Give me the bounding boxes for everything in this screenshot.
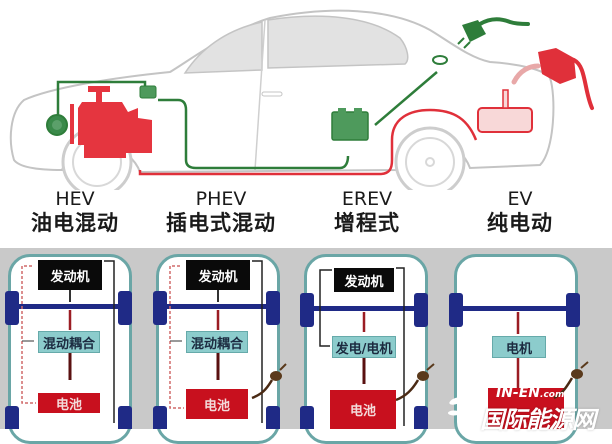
hybrid-coupler-box: 混动耦合 (38, 331, 100, 353)
battery-box: 电池 (38, 393, 100, 413)
wheel-front-left (300, 293, 314, 327)
type-label-erev: EREV 增程式 (292, 188, 442, 236)
car-window-rear (267, 15, 409, 69)
type-name: 纯电动 (487, 211, 553, 235)
engine-box: 发动机 (38, 260, 102, 290)
type-name: 增程式 (334, 211, 400, 235)
wheel-rear-right (118, 406, 132, 429)
wheel-rear-left (300, 406, 314, 429)
type-name: 插电式混动 (166, 211, 276, 235)
front-axle (314, 306, 414, 311)
wheel-rear-right (266, 406, 280, 429)
type-name: 油电混动 (31, 211, 119, 235)
type-label-ev: EV 纯电动 (445, 188, 595, 236)
wheel-rear-left (153, 406, 167, 429)
type-label-phev: PHEV 插电式混动 (146, 188, 296, 236)
generator-icon (46, 114, 68, 136)
type-code: EREV (341, 188, 393, 210)
wheel-front-right (266, 291, 280, 325)
fuel-nozzle-icon (511, 48, 594, 110)
car-illustration (9, 9, 594, 190)
engine-icon (78, 86, 152, 158)
type-code: PHEV (195, 188, 247, 210)
wheel-front-left (449, 293, 463, 327)
front-axle (463, 306, 566, 311)
type-label-hev: HEV 油电混动 (0, 188, 150, 236)
car-window-front (183, 21, 263, 74)
panel-hev: 发动机 混动耦合 电池 (0, 248, 145, 444)
panel-ev: 电机 (446, 248, 591, 444)
wheel-front-right (118, 291, 132, 325)
wheel-front-left (153, 291, 167, 325)
wheel-rear-right (414, 406, 428, 429)
watermark-en: IN-EN.com (496, 385, 564, 401)
hybrid-coupler-box: 混动耦合 (186, 331, 248, 353)
wheel-front-right (566, 293, 580, 327)
wheel-front-left (5, 291, 19, 325)
engine-box: 发动机 (186, 260, 250, 290)
watermark-cn: 国际能源网 (480, 406, 596, 434)
panel-erev: 发动机 发电/电机 电池 (296, 248, 441, 444)
logo-leaf-icon (448, 391, 480, 427)
front-axle (167, 304, 266, 309)
type-code: EV (507, 188, 533, 210)
watermark-en-suffix: .com (540, 390, 565, 400)
wheel-rear-left (5, 406, 19, 429)
wheel-icon (394, 126, 466, 190)
engine-box: 发动机 (334, 268, 394, 292)
charging-plug-icon (553, 361, 589, 400)
plug-icon (457, 17, 530, 49)
battery-icon (331, 108, 369, 141)
type-code: HEV (55, 188, 95, 210)
watermark-en-text: IN-EN (496, 385, 541, 401)
battery-box: 电池 (330, 390, 396, 429)
watermark-logo: IN-EN.com 国际能源网 (448, 385, 612, 434)
battery-block (488, 388, 564, 429)
motor-box: 电机 (492, 336, 546, 358)
battery-box: 电池 (186, 389, 248, 419)
generator-motor-box: 发电/电机 (332, 336, 396, 358)
motor-icon (139, 85, 157, 99)
panel-phev: 发动机 混动耦合 电池 (148, 248, 293, 444)
charging-plug-icon (251, 363, 287, 400)
powertrain-diagrams: 发动机 混动耦合 电池 发动机 混动耦合 电池 (0, 248, 612, 444)
wheel-front-right (414, 293, 428, 327)
charge-port-icon (432, 55, 448, 65)
fuel-tank-icon (477, 89, 533, 133)
front-axle (19, 304, 118, 309)
charging-plug-icon (395, 363, 435, 402)
